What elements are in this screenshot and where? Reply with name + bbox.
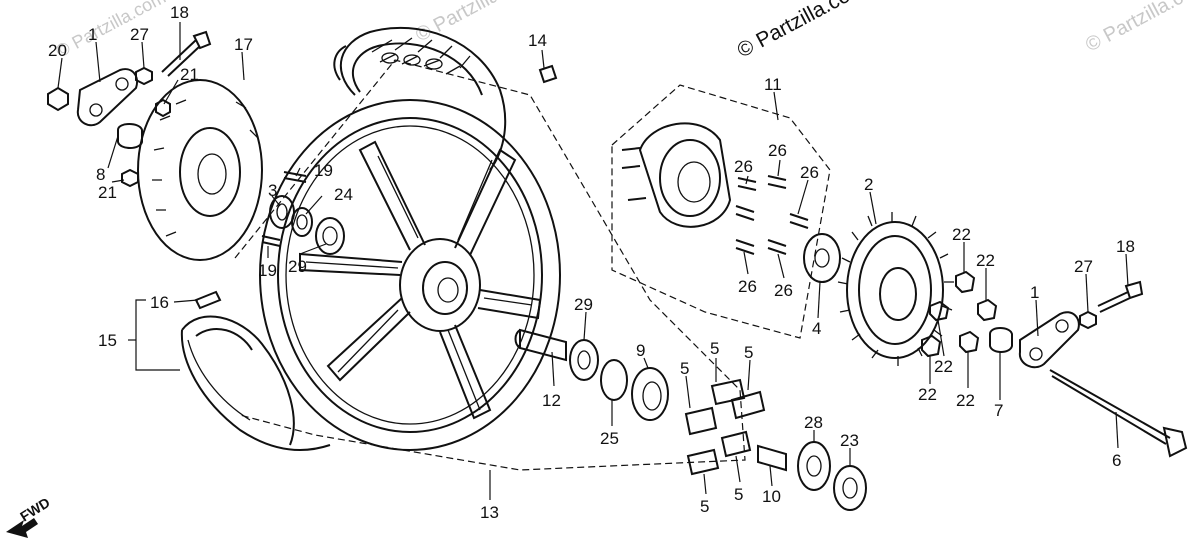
damper-4-illustration [803, 233, 841, 283]
bolt-18-left-illustration [161, 30, 212, 77]
fwd-direction-indicator: FWD [6, 494, 53, 538]
o-ring-25-illustration [600, 359, 628, 401]
callout-2: 2 [864, 175, 873, 194]
spacer-10-illustration [757, 444, 787, 472]
bearing-29-right-illustration [569, 339, 599, 381]
callout-19-upper: 19 [314, 161, 333, 180]
dampers-5-illustration [684, 378, 766, 476]
nut-27-right-illustration [1079, 310, 1097, 330]
callout-3: 3 [268, 181, 277, 200]
callout-15: 15 [98, 331, 117, 350]
callout-14: 14 [528, 31, 547, 50]
callout-5-d: 5 [734, 485, 743, 504]
callout-1-left: 1 [88, 25, 97, 44]
callout-18-right: 18 [1116, 237, 1135, 256]
callout-29-right: 29 [574, 295, 593, 314]
hub-assembly-outline [611, 84, 831, 339]
callout-5-a: 5 [710, 339, 719, 358]
bearing-28-illustration [797, 441, 831, 491]
callout-26-c: 26 [800, 163, 819, 182]
callout-22-d: 22 [918, 385, 937, 404]
callout-18-left: 18 [170, 3, 189, 22]
callout-25: 25 [600, 429, 619, 448]
callout-21-upper: 21 [180, 65, 199, 84]
callout-13: 13 [480, 503, 499, 522]
callout-20: 20 [48, 41, 67, 60]
callout-24: 24 [334, 185, 353, 204]
callout-16: 16 [150, 293, 169, 312]
wheel-rim-illustration [259, 99, 561, 451]
spacer-12-illustration [514, 328, 567, 362]
wheel-assembly-outline [234, 59, 746, 471]
bolt-19-upper-illustration [283, 171, 307, 183]
valve-16-illustration [194, 290, 222, 310]
watermark-top-right: © Partzilla.com [1082, 0, 1200, 56]
callout-6: 6 [1112, 451, 1121, 470]
stud-bolts-26-illustration [735, 175, 809, 255]
callout-5-c: 5 [680, 359, 689, 378]
watermark-main: © Partzilla.com [734, 0, 870, 62]
callout-23: 23 [840, 431, 859, 450]
callout-8: 8 [96, 165, 105, 184]
nut-20-illustration [47, 86, 69, 112]
collar-7-illustration [989, 327, 1013, 353]
watermark-top-center: © Partzilla.com [412, 0, 541, 46]
valve-cap-14-illustration [538, 64, 558, 84]
oil-seal-24-illustration [291, 207, 313, 237]
callout-27-left: 27 [130, 25, 149, 44]
callout-27-right: 27 [1074, 257, 1093, 276]
rear-axle-6-illustration [1049, 369, 1188, 458]
callout-26-a: 26 [734, 157, 753, 176]
watermark-top-left: © Partzilla.com [52, 0, 168, 62]
callout-7: 7 [994, 401, 1003, 420]
oil-seal-9-illustration [631, 367, 669, 421]
bearing-29-left-illustration [315, 217, 345, 255]
callout-9: 9 [636, 341, 645, 360]
tire-illustration [333, 26, 507, 171]
nut-27-left-illustration [135, 66, 153, 86]
callout-12: 12 [542, 391, 561, 410]
final-driven-flange-11-illustration [621, 122, 732, 228]
dust-seal-3-illustration [269, 195, 295, 229]
sprocket-2-illustration [837, 212, 954, 366]
nut-21-upper-illustration [155, 98, 171, 118]
callout-4: 4 [812, 319, 821, 338]
nut-21-lower-illustration [121, 168, 139, 188]
tire-lower-illustration [180, 315, 331, 451]
callout-26-e: 26 [774, 281, 793, 300]
callout-26-b: 26 [768, 141, 787, 160]
callout-29-left: 29 [288, 257, 307, 276]
callout-22-b: 22 [976, 251, 995, 270]
callout-5-b: 5 [744, 343, 753, 362]
bolt-19-lower-illustration [261, 235, 281, 247]
bolt-18-right-illustration [1097, 280, 1144, 313]
callout-22-c: 22 [934, 357, 953, 376]
collar-8-illustration [117, 123, 143, 149]
leader-lines [57, 22, 1129, 500]
callout-11: 11 [764, 75, 782, 94]
callout-numbers: 20 1 27 18 17 21 8 21 19 3 24 19 29 16 1… [48, 3, 1135, 522]
callout-22-e: 22 [956, 391, 975, 410]
fwd-arrow-icon [6, 518, 38, 538]
callout-19-lower: 19 [258, 261, 277, 280]
callout-1-right: 1 [1030, 283, 1039, 302]
brake-disc-illustration [137, 79, 263, 261]
callout-21-lower: 21 [98, 183, 117, 202]
callout-5-e: 5 [700, 497, 709, 516]
nuts-22-illustration [921, 270, 998, 358]
callout-17: 17 [234, 35, 253, 54]
callout-22-a: 22 [952, 225, 971, 244]
callout-26-d: 26 [738, 277, 757, 296]
axle-adjuster-left-illustration [76, 68, 138, 127]
axle-adjuster-right-illustration [1018, 311, 1080, 369]
callout-10: 10 [762, 487, 781, 506]
oil-seal-23-illustration [833, 465, 867, 511]
callout-28: 28 [804, 413, 823, 432]
